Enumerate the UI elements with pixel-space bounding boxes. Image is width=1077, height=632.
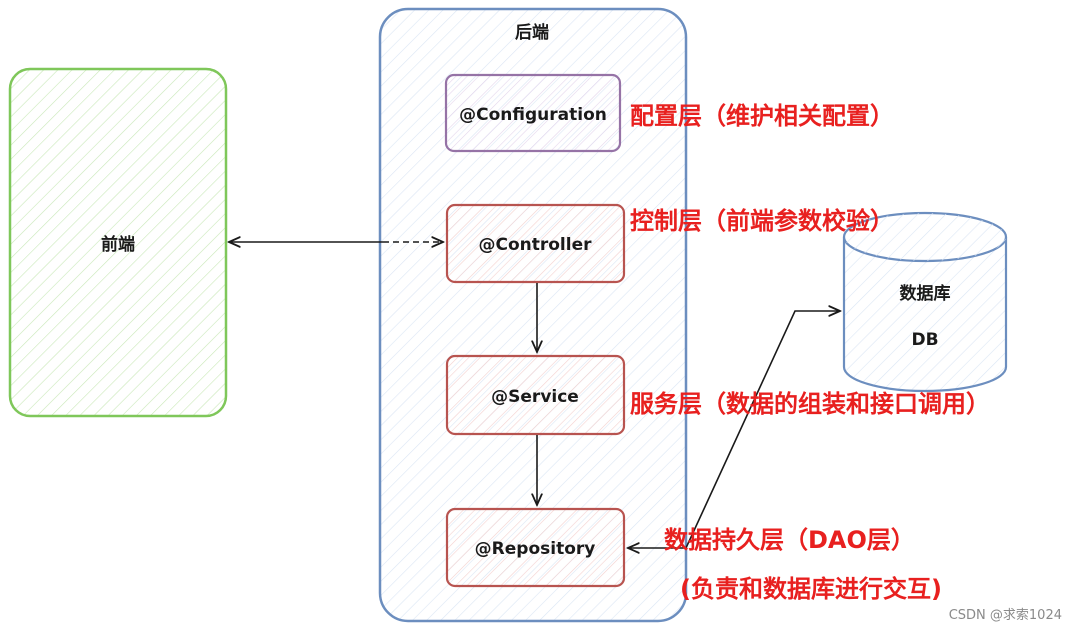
repository-annotation-line2: (负责和数据库进行交互) bbox=[680, 575, 942, 603]
service-layer-box: @Service bbox=[445, 354, 626, 436]
controller-label: @Controller bbox=[478, 235, 592, 255]
controller-annotation: 控制层（前端参数校验） bbox=[630, 207, 894, 235]
frontend-box: 前端 bbox=[8, 67, 228, 418]
database-sublabel: DB bbox=[911, 330, 938, 350]
connectors bbox=[229, 242, 840, 548]
backend-label: 后端 bbox=[515, 22, 549, 43]
repository-database-arrow bbox=[628, 311, 840, 548]
database-label: 数据库 bbox=[900, 283, 951, 304]
controller-layer-box: @Controller bbox=[445, 203, 626, 284]
frontend-label: 前端 bbox=[101, 234, 135, 255]
configuration-layer-box: @Configuration bbox=[444, 73, 622, 153]
service-annotation: 服务层（数据的组装和接口调用） bbox=[630, 390, 990, 418]
repository-annotation: 数据持久层（DAO层） bbox=[664, 526, 915, 554]
repository-label: @Repository bbox=[475, 539, 596, 559]
watermark-text: CSDN @求索1024 bbox=[949, 608, 1062, 623]
service-label: @Service bbox=[491, 387, 579, 407]
database-cylinder: 数据库 DB bbox=[842, 211, 1008, 393]
configuration-label: @Configuration bbox=[459, 105, 607, 125]
repository-layer-box: @Repository bbox=[445, 507, 626, 588]
annotations: 配置层（维护相关配置） 控制层（前端参数校验） 服务层（数据的组装和接口调用） … bbox=[630, 102, 990, 603]
configuration-annotation: 配置层（维护相关配置） bbox=[630, 102, 894, 130]
